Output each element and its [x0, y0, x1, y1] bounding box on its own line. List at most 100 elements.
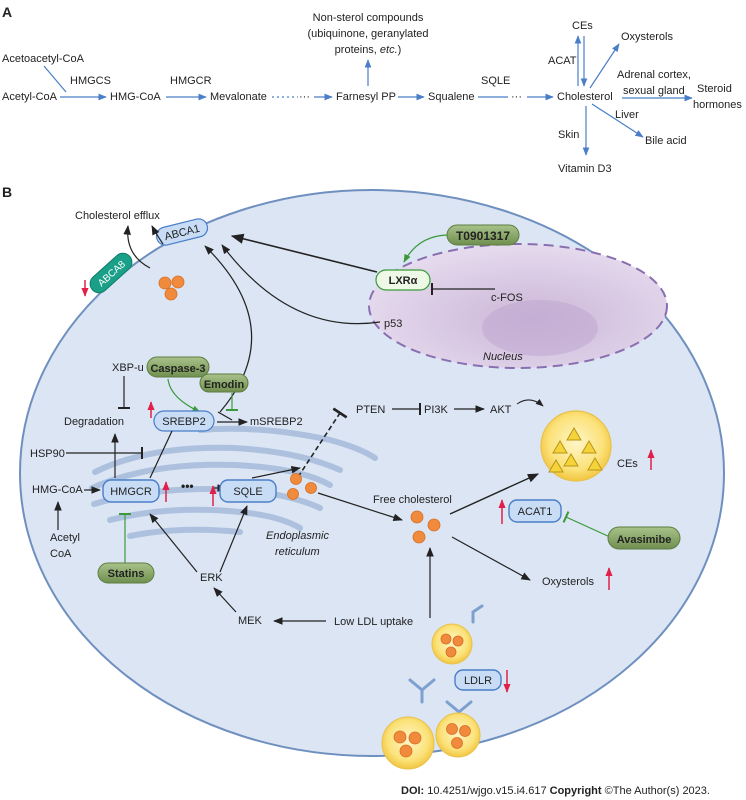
pten-label: PTEN [356, 404, 385, 416]
degradation-label: Degradation [64, 416, 124, 428]
acat1-node [508, 499, 562, 523]
free-cholesterol-cluster [410, 510, 441, 544]
er-label-line1: Endoplasmic [266, 530, 329, 542]
sqle-node [219, 479, 277, 503]
acetoacetyl-coa-label: Acetoacetyl-CoA [2, 53, 85, 65]
to-bile-acid-arrow [591, 103, 644, 138]
ldlr-receptor-internal [471, 604, 484, 624]
avasimibe-pill [607, 526, 681, 550]
hmgcr-node [102, 479, 160, 503]
ldl-particle-internalized-core [440, 633, 464, 658]
t0901317-label: T0901317 [456, 229, 510, 243]
caspase3-label: Caspase-3 [150, 363, 205, 375]
erk-label: ERK [200, 572, 223, 584]
avasimibe-inhibits-acat1 [562, 511, 611, 538]
adrenal-line1: Adrenal cortex, [617, 69, 691, 81]
lxra-node [375, 269, 431, 291]
emodin-label: Emodin [204, 379, 245, 391]
free-cholesterol-label: Free cholesterol [373, 494, 452, 506]
emodin-pill [199, 373, 249, 393]
srebp2-to-hmgcr-line [149, 430, 173, 479]
sqle-label-b: SQLE [233, 486, 262, 498]
acat-label: ACAT [548, 55, 577, 67]
srebp2-node [153, 410, 215, 432]
oxysterols-label-b: Oxysterols [542, 576, 594, 588]
ces-label-b: CEs [617, 458, 638, 470]
panel-a-letter: A [2, 4, 12, 20]
free-cholesterol-to-ces [449, 473, 540, 515]
steroid-line1: Steroid [697, 83, 732, 95]
low-ldl-uptake-label: Low LDL uptake [334, 616, 413, 628]
sqle-inhibits-pten [297, 407, 348, 478]
hmgcr-label-b: HMGCR [110, 486, 152, 498]
non-sterol-line2: (ubiquinone, geranylated [307, 28, 428, 40]
hmg-coa-label: HMG-CoA [110, 91, 161, 103]
ldlr-node [454, 669, 502, 691]
hsp90-label: HSP90 [30, 448, 65, 460]
msrebp2-label: mSREBP2 [250, 416, 303, 428]
nucleolus [482, 300, 598, 356]
nucleus-label: Nucleus [483, 351, 523, 363]
bile-acid-label: Bile acid [645, 135, 687, 147]
panel-a-dots-1: ··· [299, 91, 310, 103]
non-sterol-line3: proteins, etc.) [335, 44, 402, 56]
erk-to-hmgcr [149, 513, 198, 573]
lxra-label: LXRα [389, 275, 418, 287]
panel-b-letter: B [2, 184, 12, 200]
ldl-particle-outside-1 [381, 716, 435, 770]
lxra-activates-abca1 [230, 233, 378, 273]
panel-a-dots-2: ··· [511, 91, 522, 103]
ldl-particle-internalized [431, 623, 473, 665]
abca1-transporter [155, 218, 209, 246]
avasimibe-label: Avasimibe [617, 534, 672, 546]
free-cholesterol-to-oxysterols [451, 536, 531, 581]
farnesyl-pp-label: Farnesyl PP [336, 91, 396, 103]
ldl-particle-outside-2 [435, 712, 481, 758]
hmg-coa-label-b: HMG-CoA [32, 484, 83, 496]
panel-b: B Nucleus ABCA1 Cholesterol efflux ABCA8 [2, 184, 725, 770]
liver-label: Liver [615, 109, 639, 121]
caspase3-activates-srebp2 [167, 378, 201, 413]
adrenal-line2: sexual gland [623, 85, 685, 97]
ldlr-receptor-left-arm [420, 678, 436, 692]
p53-label: p53 [384, 318, 402, 330]
steroid-line2: hormones [693, 99, 742, 111]
er-label-line2: reticulum [275, 546, 320, 558]
ldlr-label: LDLR [464, 675, 492, 687]
cholesterol-label: Cholesterol [557, 91, 613, 103]
srebp2-inhibit-cap [217, 411, 233, 421]
pi3k-label: PI3K [424, 404, 449, 416]
t0901317-activates-lxra [403, 234, 448, 263]
panel-a: A Acetoacetyl-CoA Acetyl-CoA HMGCS HMG-C… [2, 4, 742, 175]
mevalonate-label: Mevalonate [210, 91, 267, 103]
to-free-cholesterol-arrow [317, 492, 403, 522]
caspase3-pill [146, 356, 210, 378]
srebp2-label: SREBP2 [162, 416, 205, 428]
acetyl-label: Acetyl [50, 532, 80, 544]
sqle-cholesterol-cluster [287, 473, 317, 500]
efflux-arrow-right [151, 225, 164, 245]
akt-to-ces-arrow [516, 398, 544, 407]
erk-to-sqle [219, 505, 248, 573]
skin-label: Skin [558, 129, 579, 141]
acetyl-coa-label: Acetyl-CoA [2, 91, 58, 103]
ldl-particle-outside-1-core [393, 730, 422, 758]
abca8-transporter [89, 252, 133, 294]
mek-label: MEK [238, 615, 263, 627]
sqle-label: SQLE [481, 75, 510, 87]
cholesterol-efflux-label: Cholesterol efflux [75, 210, 160, 222]
ces-label: CEs [572, 20, 593, 32]
akt-label: AKT [490, 404, 512, 416]
efflux-arrow-left [123, 225, 151, 269]
efflux-cholesterol-cluster [158, 275, 185, 301]
footer-text: DOI: 10.4251/wjgo.v15.i4.617 Copyright ©… [401, 785, 710, 797]
footer: DOI: 10.4251/wjgo.v15.i4.617 Copyright ©… [401, 785, 710, 797]
non-sterol-line1: Non-sterol compounds [313, 12, 424, 24]
sqle-product-arrow [251, 466, 301, 479]
to-oxysterols-arrow [589, 43, 620, 89]
mek-to-erk [213, 587, 237, 613]
acetoacetyl-arrow [43, 65, 67, 93]
ces-triangles [548, 427, 603, 473]
p53-activates-abca1 [221, 244, 381, 325]
